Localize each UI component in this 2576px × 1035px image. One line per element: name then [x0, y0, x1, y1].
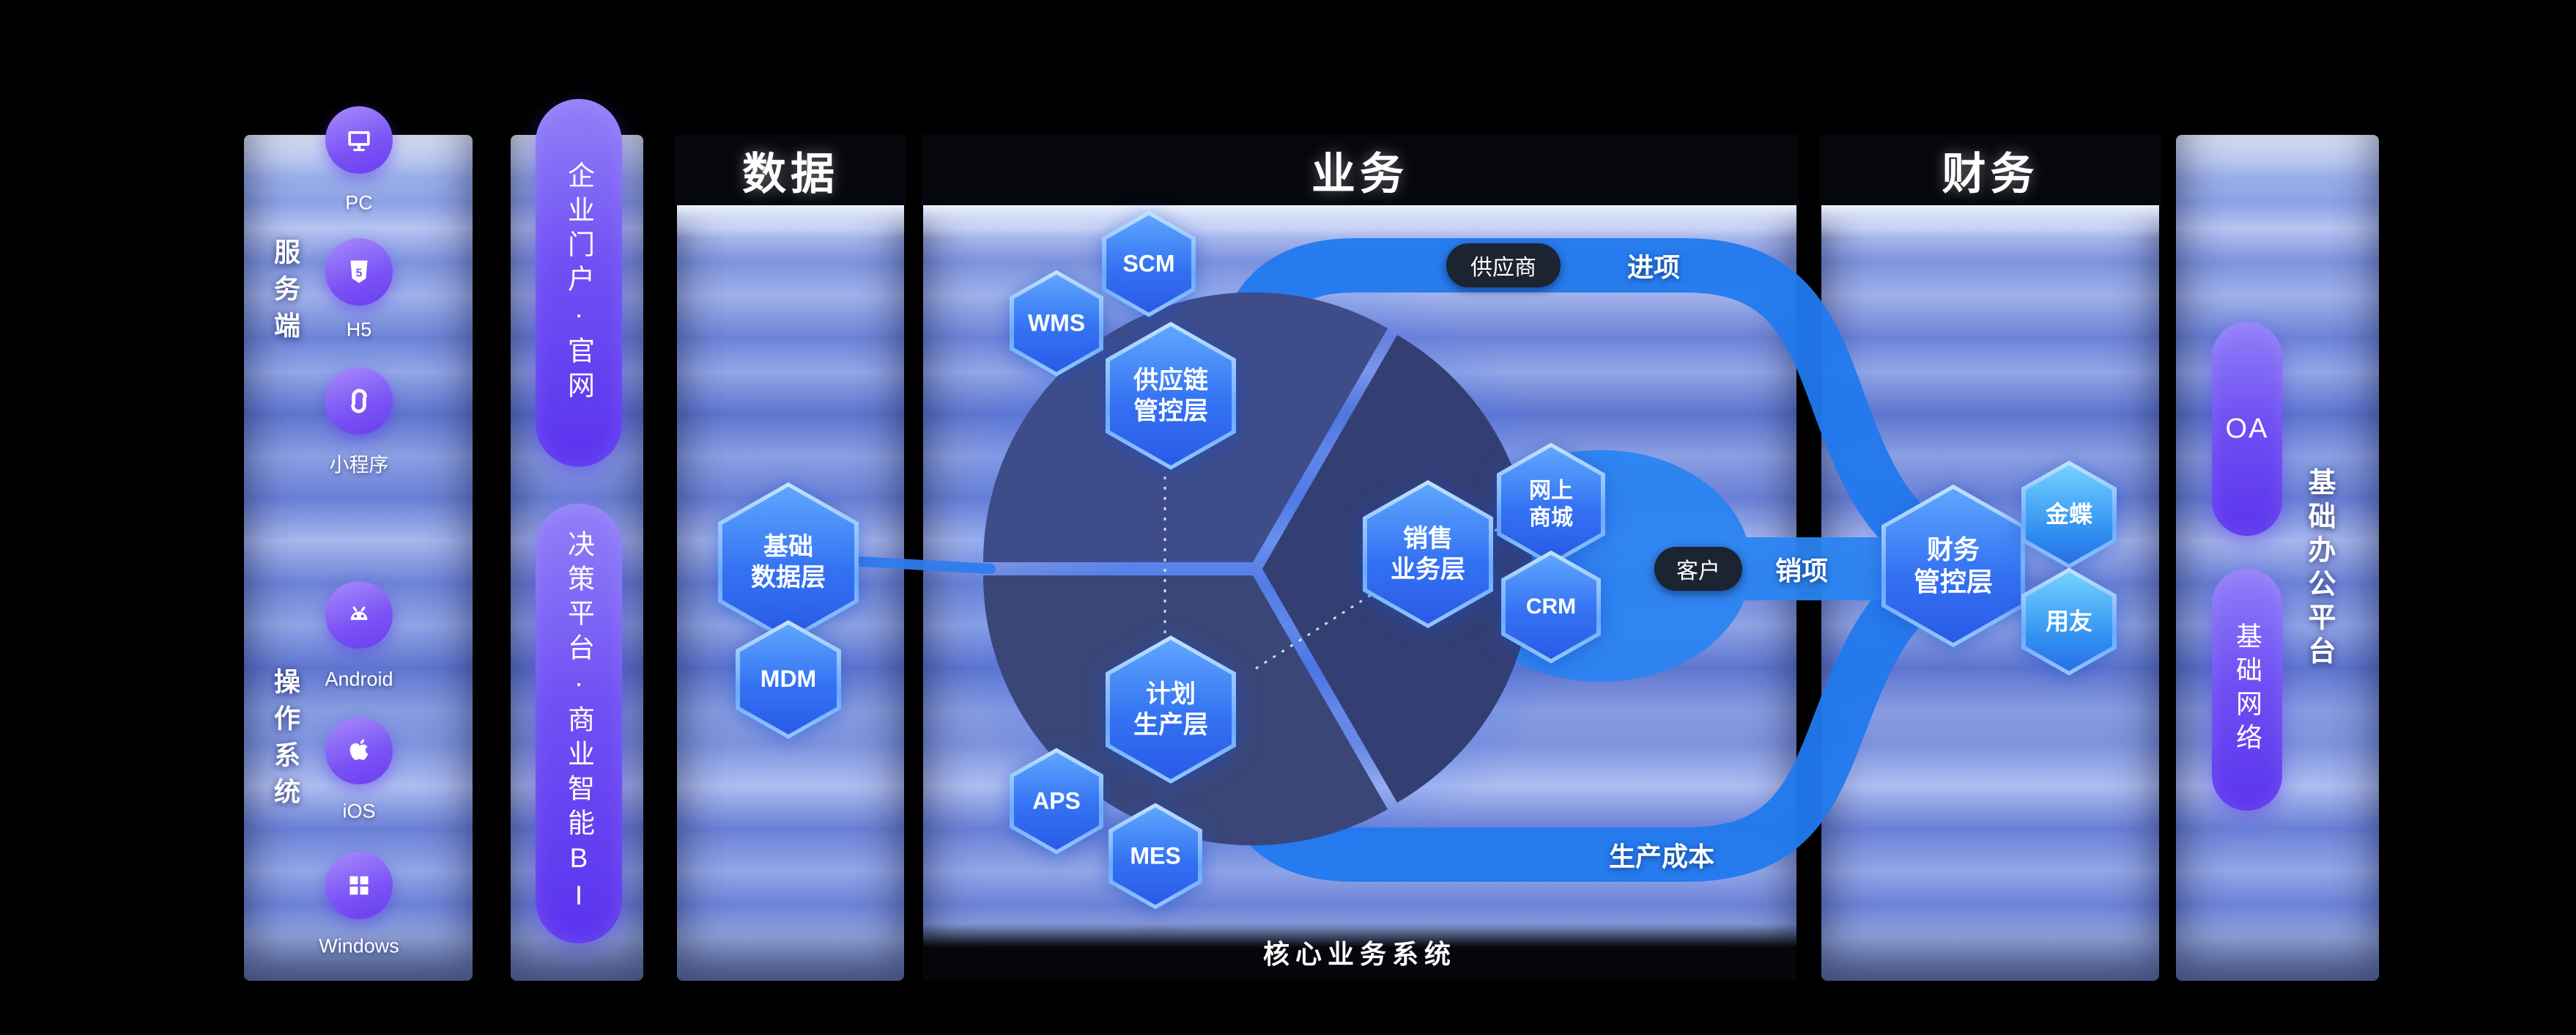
svg-text:5: 5 — [356, 267, 363, 279]
hex-supply-chain-layer: 供应链 管控层 — [1106, 322, 1236, 470]
hex-kingdee: 金蝶 — [2021, 460, 2117, 569]
bi-pill-label: 决策平台·商业智能BI — [563, 529, 594, 918]
device-ios-label: iOS — [342, 800, 376, 822]
oa-pill: OA — [2212, 322, 2282, 536]
production-layer-line1: 计划 — [1146, 679, 1196, 708]
device-miniprogram — [325, 367, 393, 435]
operating-system-label: 操作系统 — [270, 668, 300, 814]
portal-pill-label: 企业门户·官网 — [563, 161, 594, 405]
hex-sales-layer: 销售 业务层 — [1363, 480, 1493, 628]
finance-header-label: 财务 — [1942, 149, 2039, 199]
hex-mdm-label: MDM — [760, 666, 817, 693]
finance-layer-line2: 管控层 — [1913, 567, 1993, 597]
data-header-label: 数据 — [742, 149, 839, 199]
core-business-label: 核心业务系统 — [1262, 939, 1457, 969]
customer-pill: 客户 — [1654, 547, 1742, 591]
device-h5: 5 — [325, 238, 393, 306]
hex-wms-label: WMS — [1027, 309, 1086, 336]
hex-mes-label: MES — [1130, 842, 1181, 869]
business-header: 业务 — [921, 135, 1799, 205]
business-header-label: 业务 — [1311, 149, 1408, 199]
finance-layer-line1: 财务 — [1926, 534, 1980, 564]
miniprogram-icon — [351, 388, 367, 413]
hex-yonyou-label: 用友 — [2045, 608, 2092, 635]
hex-base-data-line2: 数据层 — [751, 564, 826, 592]
supply-layer-line1: 供应链 — [1133, 366, 1208, 394]
production-layer-line2: 生产层 — [1133, 711, 1208, 739]
data-header: 数据 — [675, 135, 906, 205]
hex-crm-label: CRM — [1525, 594, 1577, 619]
hex-crm: CRM — [1501, 550, 1601, 663]
hex-aps-label: APS — [1032, 787, 1081, 814]
hex-base-data-layer: 基础 数据层 — [718, 482, 859, 642]
oa-pill-label: OA — [2225, 413, 2269, 444]
supplier-pill-label: 供应商 — [1470, 256, 1536, 280]
panel-glow — [923, 205, 1796, 237]
office-platform-label: 基础办公平台 — [2303, 468, 2334, 670]
device-pc-label: PC — [345, 191, 373, 214]
device-windows — [325, 852, 393, 919]
hex-wms: WMS — [1010, 270, 1103, 377]
hex-online-mall: 网上 商城 — [1497, 443, 1605, 566]
device-h5-label: H5 — [346, 318, 372, 341]
network-pill: 基础网络 — [2212, 569, 2282, 811]
hex-base-data-line1: 基础 — [763, 532, 813, 561]
panel-glow — [1821, 205, 2159, 237]
hex-kingdee-label: 金蝶 — [2045, 501, 2092, 528]
device-windows-label: Windows — [319, 935, 399, 957]
finance-header: 财务 — [1819, 135, 2161, 205]
portal-pill: 企业门户·官网 — [536, 99, 622, 467]
server-side-label: 服务端 — [270, 238, 300, 348]
hex-production-layer: 计划 生产层 — [1106, 636, 1236, 784]
panel-glow — [677, 205, 904, 237]
outflow-label: 销项 — [1774, 556, 1829, 586]
device-pc — [325, 106, 393, 174]
device-android — [325, 581, 393, 649]
supplier-pill: 供应商 — [1446, 243, 1561, 287]
apple-icon — [349, 739, 369, 760]
hex-aps: APS — [1010, 748, 1103, 855]
sales-layer-line2: 业务层 — [1391, 556, 1465, 583]
hex-scm: SCM — [1102, 210, 1196, 317]
device-ios — [325, 717, 393, 784]
device-miniprogram-label: 小程序 — [329, 454, 389, 476]
core-business-footer: 核心业务系统 — [923, 924, 1796, 981]
h5-icon: 5 — [350, 260, 368, 284]
pc-icon — [348, 130, 370, 152]
hex-finance-control-layer: 财务 管控层 — [1881, 485, 2025, 647]
windows-icon — [349, 876, 369, 895]
device-android-label: Android — [325, 668, 393, 690]
hex-mes: MES — [1109, 803, 1202, 910]
hex-mall-line1: 网上 — [1529, 478, 1573, 503]
network-pill-label: 基础网络 — [2232, 622, 2262, 757]
hex-mdm: MDM — [736, 620, 841, 739]
supply-layer-line2: 管控层 — [1133, 397, 1208, 425]
inflow-label: 进项 — [1626, 252, 1681, 282]
hex-yonyou: 用友 — [2021, 567, 2117, 676]
panel-office — [2176, 135, 2379, 981]
android-icon — [350, 606, 368, 620]
production-cost-label: 生产成本 — [1608, 841, 1715, 872]
hex-mall-line2: 商城 — [1529, 506, 1573, 530]
sales-layer-line1: 销售 — [1403, 524, 1453, 553]
customer-pill-label: 客户 — [1676, 559, 1720, 583]
hex-scm-label: SCM — [1122, 250, 1175, 277]
bi-pill: 决策平台·商业智能BI — [536, 504, 622, 943]
